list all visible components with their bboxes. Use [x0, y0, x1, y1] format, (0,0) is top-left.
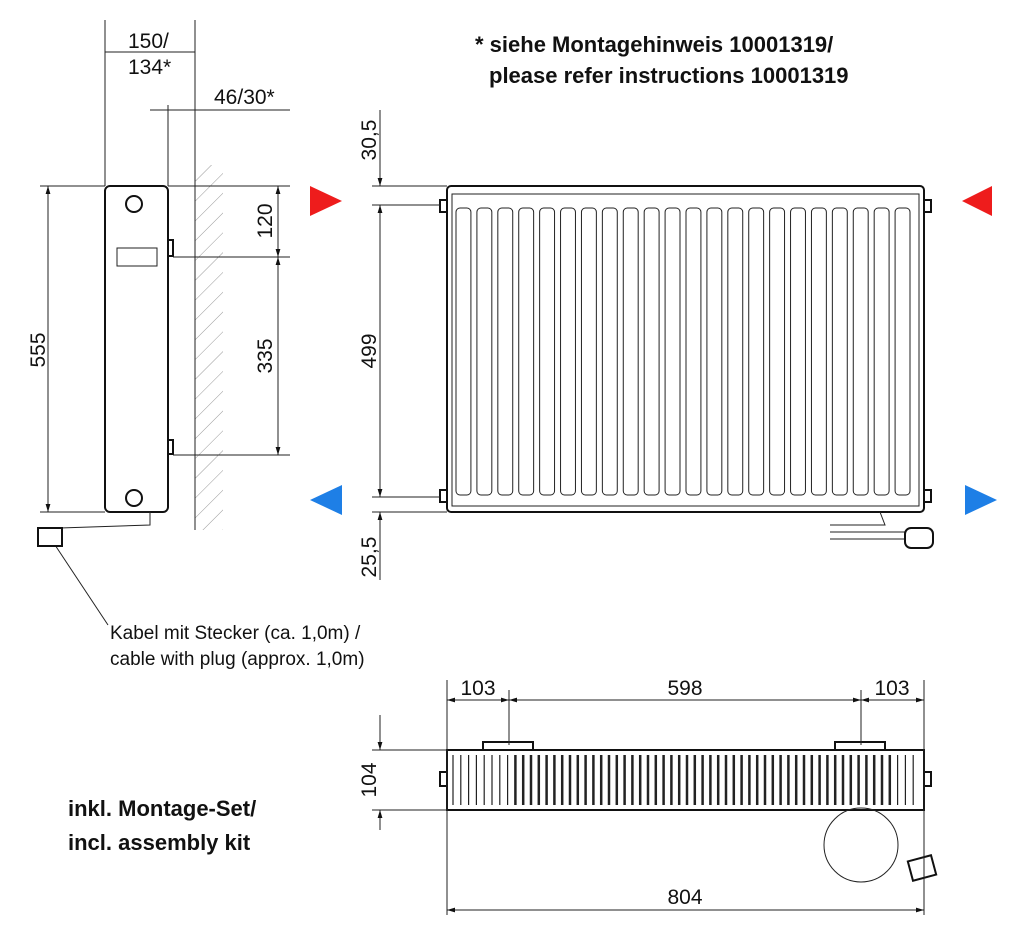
top-offset-dim: 30,5 — [358, 120, 381, 161]
bottom-connection — [125, 489, 143, 507]
wall-distance-dim: 46/30* — [214, 86, 275, 109]
fin — [664, 207, 681, 496]
front-view: 30,5 499 25,5 — [358, 110, 934, 580]
top-bracket-dim: 120 — [254, 203, 277, 238]
fin — [769, 207, 786, 496]
total-width-dim: 804 — [667, 886, 702, 909]
control-panel — [116, 247, 158, 267]
instructions-note-de: * siehe Montagehinweis 10001319/ — [475, 32, 833, 57]
fin-height-dim: 499 — [358, 333, 381, 368]
height-dim: 555 — [27, 332, 50, 367]
top-view: 103 598 103 804 104 — [358, 677, 938, 915]
lower-bracket — [167, 439, 174, 455]
fin — [643, 207, 660, 496]
depth-dim-b: 134* — [128, 56, 171, 79]
fin — [601, 207, 618, 496]
fin — [518, 207, 535, 496]
radiator-side-body — [104, 185, 169, 513]
return-cold-arrow-icon — [310, 485, 342, 515]
fin — [455, 207, 472, 496]
fin — [706, 207, 723, 496]
fin — [497, 207, 514, 496]
plug-icon — [904, 527, 934, 549]
cable-coil — [823, 807, 899, 883]
fin — [476, 207, 493, 496]
fin — [560, 207, 576, 496]
fins — [455, 207, 911, 496]
bottom-offset-dim: 25,5 — [358, 537, 381, 578]
fin — [831, 207, 848, 496]
fin — [622, 207, 639, 496]
depth-dim-a: 150/ — [128, 30, 169, 53]
cable-note-en: cable with plug (approx. 1,0m) — [110, 649, 365, 670]
top-depth-dim: 104 — [358, 762, 381, 797]
bracket-center-dim: 598 — [667, 677, 702, 700]
wall-hatch — [195, 165, 223, 530]
radiator-top-body — [446, 749, 925, 811]
cable-note-de: Kabel mit Stecker (ca. 1,0m) / — [110, 623, 361, 644]
fin — [748, 207, 765, 496]
bracket-spacing-dim: 335 — [254, 338, 277, 373]
fin — [894, 207, 911, 496]
fin — [580, 207, 597, 496]
side-left-dim: 103 — [460, 677, 495, 700]
fin — [873, 207, 890, 496]
fin — [685, 207, 702, 496]
instructions-note-en: please refer instructions 10001319 — [489, 63, 849, 88]
plug-icon — [906, 854, 938, 882]
top-connection — [125, 195, 143, 213]
flow-in-hot-arrow-icon — [310, 186, 342, 216]
plug-icon — [37, 527, 63, 547]
return-cold-arrow-icon — [965, 485, 997, 515]
fin — [810, 207, 827, 496]
kit-note-de: inkl. Montage-Set/ — [68, 796, 256, 821]
flow-in-hot-arrow-icon — [962, 186, 992, 216]
fin — [790, 207, 806, 496]
fin — [539, 207, 556, 496]
fin — [852, 207, 869, 496]
fin — [727, 207, 744, 496]
kit-note-en: incl. assembly kit — [68, 830, 251, 855]
upper-bracket — [167, 239, 174, 257]
side-right-dim: 103 — [874, 677, 909, 700]
cable-leader-line — [54, 544, 109, 626]
side-view: 150/ 134* 46/30* 555 120 335 — [27, 20, 290, 547]
